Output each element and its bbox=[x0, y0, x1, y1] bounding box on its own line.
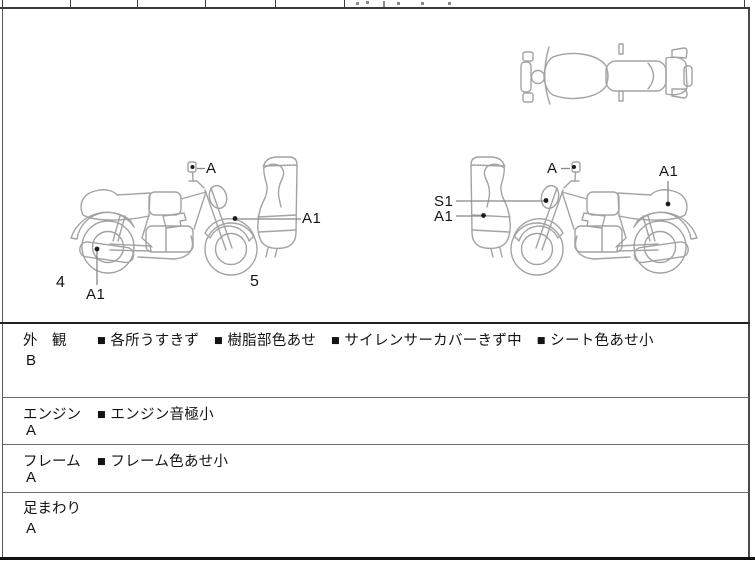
clipped-text-mark bbox=[383, 1, 385, 7]
header-divider bbox=[344, 0, 345, 8]
clipped-text-mark bbox=[448, 2, 451, 5]
row-frame-grade: A bbox=[26, 469, 37, 486]
bike-top-view bbox=[520, 43, 693, 105]
left-bike-muffler-label: A1 bbox=[86, 286, 106, 303]
row-divider bbox=[2, 397, 749, 398]
left-bike-front-wheel-number: 5 bbox=[250, 273, 260, 290]
right-bike-headlight-label: S1 bbox=[434, 193, 454, 210]
sheet-bottom-border bbox=[0, 557, 755, 560]
header-divider bbox=[137, 0, 138, 8]
row-frame-label: フレーム bbox=[23, 454, 81, 470]
right-bike-mirror-label: A bbox=[547, 160, 558, 177]
clipped-text-mark bbox=[397, 2, 400, 5]
clipped-text-mark bbox=[421, 2, 424, 5]
row-divider bbox=[2, 444, 749, 445]
leader-lines bbox=[96, 167, 669, 285]
sheet-left-border bbox=[2, 8, 3, 557]
clipped-text-mark bbox=[366, 1, 369, 4]
row-undercarriage-label: 足まわり bbox=[23, 501, 81, 517]
header-divider bbox=[205, 0, 206, 8]
row-exterior-notes: ■ 各所うすきず ■ 樹脂部色あせ ■ サイレンサーカバーきず中 ■ シート色あ… bbox=[97, 333, 654, 349]
row-undercarriage-grade: A bbox=[26, 520, 37, 537]
row-engine-label: エンジン bbox=[23, 407, 81, 423]
row-engine-notes: ■ エンジン音極小 bbox=[97, 407, 214, 423]
header-bottom-border bbox=[0, 7, 750, 9]
leader-dots bbox=[94, 165, 671, 252]
section-top-border bbox=[0, 322, 750, 324]
sheet-right-border bbox=[748, 8, 750, 557]
clipped-text-mark bbox=[356, 2, 359, 5]
row-exterior-grade: B bbox=[26, 352, 37, 369]
header-divider bbox=[744, 0, 745, 8]
right-bike-tail-label: A1 bbox=[659, 163, 679, 180]
row-exterior-label: 外 観 bbox=[23, 333, 67, 349]
row-engine-grade: A bbox=[26, 422, 37, 439]
header-divider bbox=[275, 0, 276, 8]
left-bike-mirror-label: A bbox=[206, 160, 217, 177]
right-bike-front-cowl-label: A1 bbox=[434, 208, 454, 225]
header-divider bbox=[70, 0, 71, 8]
row-divider bbox=[2, 492, 749, 493]
header-divider bbox=[2, 0, 3, 8]
bike-side-view-left bbox=[70, 156, 298, 276]
row-frame-notes: ■ フレーム色あせ小 bbox=[97, 454, 229, 470]
left-bike-rear-wheel-number: 4 bbox=[56, 274, 66, 291]
left-bike-front-cowl-label: A1 bbox=[302, 210, 322, 227]
